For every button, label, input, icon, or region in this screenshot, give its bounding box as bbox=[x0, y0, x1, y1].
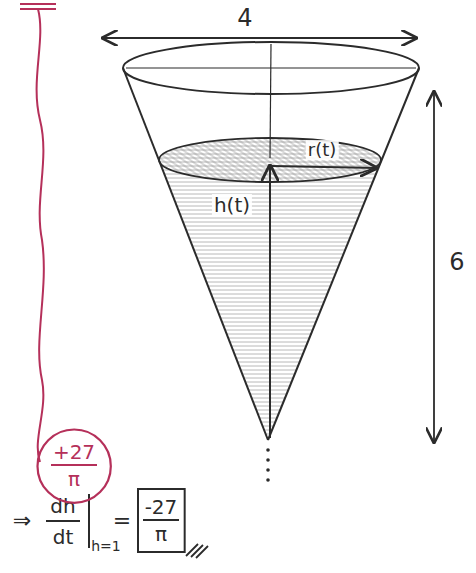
width-dimension: 4 bbox=[235, 5, 254, 31]
equals-sign: = bbox=[111, 509, 133, 533]
numerator: +27 bbox=[51, 441, 97, 466]
red-leader bbox=[37, 9, 44, 462]
radius-arrow bbox=[272, 166, 376, 168]
evaluation-point: h=1 bbox=[89, 539, 123, 554]
implies-symbol: ⇒ bbox=[11, 509, 33, 533]
height-dimension: 6 bbox=[447, 249, 466, 275]
width-arrow bbox=[103, 37, 416, 39]
drip bbox=[266, 448, 270, 452]
drip bbox=[266, 468, 270, 472]
box-border bbox=[138, 489, 185, 552]
node-content: +27π bbox=[36, 428, 112, 504]
denominator: π bbox=[153, 523, 169, 545]
node-content: -27π bbox=[137, 488, 186, 553]
answer-box: -27π bbox=[137, 488, 186, 553]
fraction-bar bbox=[46, 520, 80, 522]
water-shading bbox=[159, 138, 382, 440]
cone-side bbox=[123, 68, 268, 440]
cone-axis bbox=[270, 44, 271, 158]
height-label: h(t) bbox=[212, 194, 252, 216]
height-arrow bbox=[433, 92, 435, 442]
emphasis-mark bbox=[191, 545, 203, 557]
derivative-denominator: dt bbox=[51, 526, 76, 548]
cone-side bbox=[268, 68, 419, 440]
emphasis-mark bbox=[196, 546, 208, 558]
drip bbox=[266, 458, 270, 462]
circle-border bbox=[37, 429, 110, 502]
evaluation-bar bbox=[88, 494, 90, 548]
denominator: π bbox=[66, 468, 82, 490]
drip bbox=[266, 478, 270, 482]
emphasis-mark bbox=[186, 544, 198, 556]
result-circle: +27π bbox=[36, 428, 112, 504]
numerator: -27 bbox=[143, 496, 180, 521]
water-height-arrow bbox=[269, 166, 271, 438]
radius-label: r(t) bbox=[306, 140, 339, 160]
red-mark bbox=[20, 3, 56, 5]
derivative-numerator: dh bbox=[48, 495, 77, 517]
